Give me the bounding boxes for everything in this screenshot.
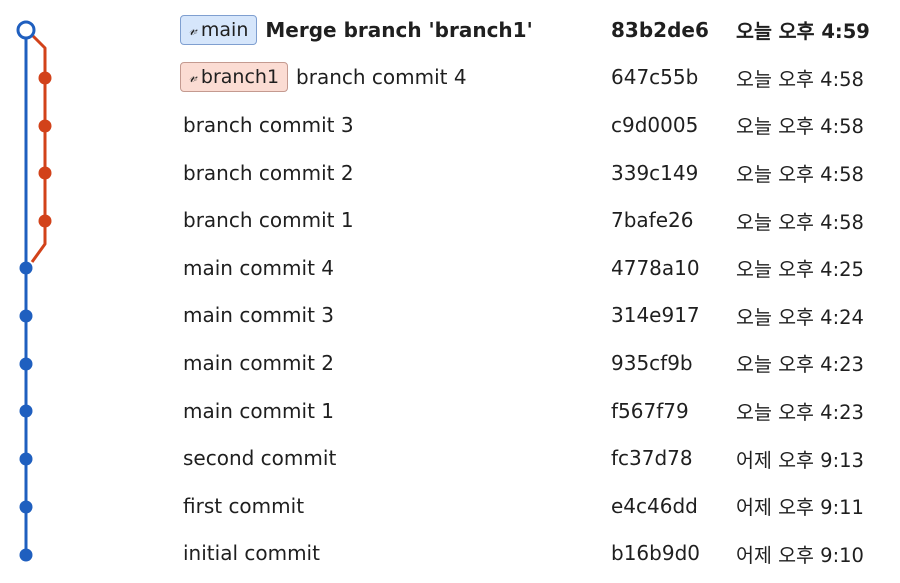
branch-tag-main[interactable]: 𝓋 main bbox=[180, 14, 258, 45]
commit-message: main commit 2 bbox=[183, 350, 335, 375]
commit-hash: f567f79 bbox=[611, 398, 689, 423]
commit-hash: 935cf9b bbox=[611, 350, 693, 375]
message-cell: second commit bbox=[180, 434, 336, 482]
commit-node[interactable] bbox=[19, 261, 33, 275]
feature-branch-line bbox=[30, 34, 47, 263]
message-cell: branch commit 1 bbox=[180, 196, 354, 244]
commit-date: 오늘 오후 4:58 bbox=[736, 67, 864, 91]
merge-commit-node[interactable] bbox=[16, 20, 36, 40]
commit-date: 오늘 오후 4:24 bbox=[736, 305, 864, 329]
commit-node[interactable] bbox=[38, 119, 52, 133]
commit-node[interactable] bbox=[19, 500, 33, 514]
message-cell: branch commit 2 bbox=[180, 149, 354, 197]
commit-message: main commit 1 bbox=[183, 398, 335, 423]
commit-message: second commit bbox=[183, 446, 337, 471]
message-cell: branch commit 3 bbox=[180, 101, 354, 149]
commit-message: branch commit 1 bbox=[183, 208, 354, 233]
commit-hash: b16b9d0 bbox=[611, 541, 700, 566]
commit-node[interactable] bbox=[38, 71, 52, 85]
commit-message: branch commit 2 bbox=[183, 160, 354, 185]
git-branch-icon: 𝓋 bbox=[189, 19, 197, 39]
commit-hash: c9d0005 bbox=[611, 112, 699, 137]
message-cell: 𝓋 branch1 branch commit 4 bbox=[180, 54, 467, 102]
message-cell: main commit 2 bbox=[180, 339, 334, 387]
commit-node[interactable] bbox=[38, 214, 52, 228]
commit-date: 오늘 오후 4:59 bbox=[736, 20, 870, 44]
commit-message: branch commit 3 bbox=[183, 112, 354, 137]
commit-hash: 4778a10 bbox=[611, 255, 700, 280]
commit-hash: 83b2de6 bbox=[611, 17, 709, 42]
commit-message: main commit 3 bbox=[183, 303, 335, 328]
commit-row[interactable]: main commit 3 314e917 오늘 오후 4:24 bbox=[0, 292, 900, 340]
commit-date: 오늘 오후 4:58 bbox=[736, 163, 864, 187]
commit-date: 오늘 오후 4:58 bbox=[736, 210, 864, 234]
commit-message: Merge branch 'branch1' bbox=[265, 17, 533, 42]
commit-message: first commit bbox=[183, 493, 305, 518]
commit-date: 어제 오후 9:10 bbox=[736, 543, 864, 567]
message-cell: main commit 3 bbox=[180, 292, 334, 340]
git-branch-icon: 𝓋 bbox=[189, 67, 197, 87]
commit-message: initial commit bbox=[183, 541, 320, 566]
commit-node[interactable] bbox=[19, 452, 33, 466]
message-cell: 𝓋 main Merge branch 'branch1' bbox=[180, 6, 533, 54]
commit-row[interactable]: branch commit 2 339c149 오늘 오후 4:58 bbox=[0, 149, 900, 197]
commit-hash: 7bafe26 bbox=[611, 208, 694, 233]
branch-tag-label: branch1 bbox=[200, 66, 280, 89]
commit-row[interactable]: 𝓋 main Merge branch 'branch1' 83b2de6 오늘… bbox=[0, 6, 900, 54]
commit-hash: 339c149 bbox=[611, 160, 699, 185]
commit-date: 어제 오후 9:11 bbox=[736, 496, 864, 520]
commit-date: 오늘 오후 4:23 bbox=[736, 353, 864, 377]
commit-row[interactable]: main commit 2 935cf9b 오늘 오후 4:23 bbox=[0, 339, 900, 387]
message-cell: main commit 4 bbox=[180, 244, 334, 292]
commit-row[interactable]: first commit e4c46dd 어제 오후 9:11 bbox=[0, 482, 900, 530]
commit-row[interactable]: main commit 4 4778a10 오늘 오후 4:25 bbox=[0, 244, 900, 292]
branch-tag-branch1[interactable]: 𝓋 branch1 bbox=[180, 62, 289, 93]
commit-hash: e4c46dd bbox=[611, 493, 698, 518]
commit-hash: fc37d78 bbox=[611, 446, 693, 471]
commit-row[interactable]: 𝓋 branch1 branch commit 4 647c55b 오늘 오후 … bbox=[0, 54, 900, 102]
message-cell: initial commit bbox=[180, 530, 320, 578]
commit-message: main commit 4 bbox=[183, 255, 335, 280]
commit-graph bbox=[16, 20, 52, 562]
commit-row[interactable]: second commit fc37d78 어제 오후 9:13 bbox=[0, 434, 900, 482]
commit-date: 오늘 오후 4:25 bbox=[736, 258, 864, 282]
commit-row[interactable]: branch commit 3 c9d0005 오늘 오후 4:58 bbox=[0, 101, 900, 149]
commit-node[interactable] bbox=[19, 309, 33, 323]
commit-list: 𝓋 main Merge branch 'branch1' 83b2de6 오늘… bbox=[0, 6, 900, 577]
commit-node[interactable] bbox=[19, 548, 33, 562]
commit-row[interactable]: main commit 1 f567f79 오늘 오후 4:23 bbox=[0, 387, 900, 435]
commit-row[interactable]: initial commit b16b9d0 어제 오후 9:10 bbox=[0, 530, 900, 578]
commit-node[interactable] bbox=[19, 404, 33, 418]
branch-tag-label: main bbox=[200, 18, 249, 41]
commit-date: 오늘 오후 4:23 bbox=[736, 401, 864, 425]
commit-hash: 314e917 bbox=[611, 303, 700, 328]
message-cell: first commit bbox=[180, 482, 304, 530]
message-cell: main commit 1 bbox=[180, 387, 334, 435]
commit-hash: 647c55b bbox=[611, 65, 699, 90]
commit-message: branch commit 4 bbox=[296, 65, 467, 90]
commit-row[interactable]: branch commit 1 7bafe26 오늘 오후 4:58 bbox=[0, 196, 900, 244]
commit-node[interactable] bbox=[38, 166, 52, 180]
commit-date: 오늘 오후 4:58 bbox=[736, 115, 864, 139]
commit-date: 어제 오후 9:13 bbox=[736, 448, 864, 472]
commit-node[interactable] bbox=[19, 357, 33, 371]
